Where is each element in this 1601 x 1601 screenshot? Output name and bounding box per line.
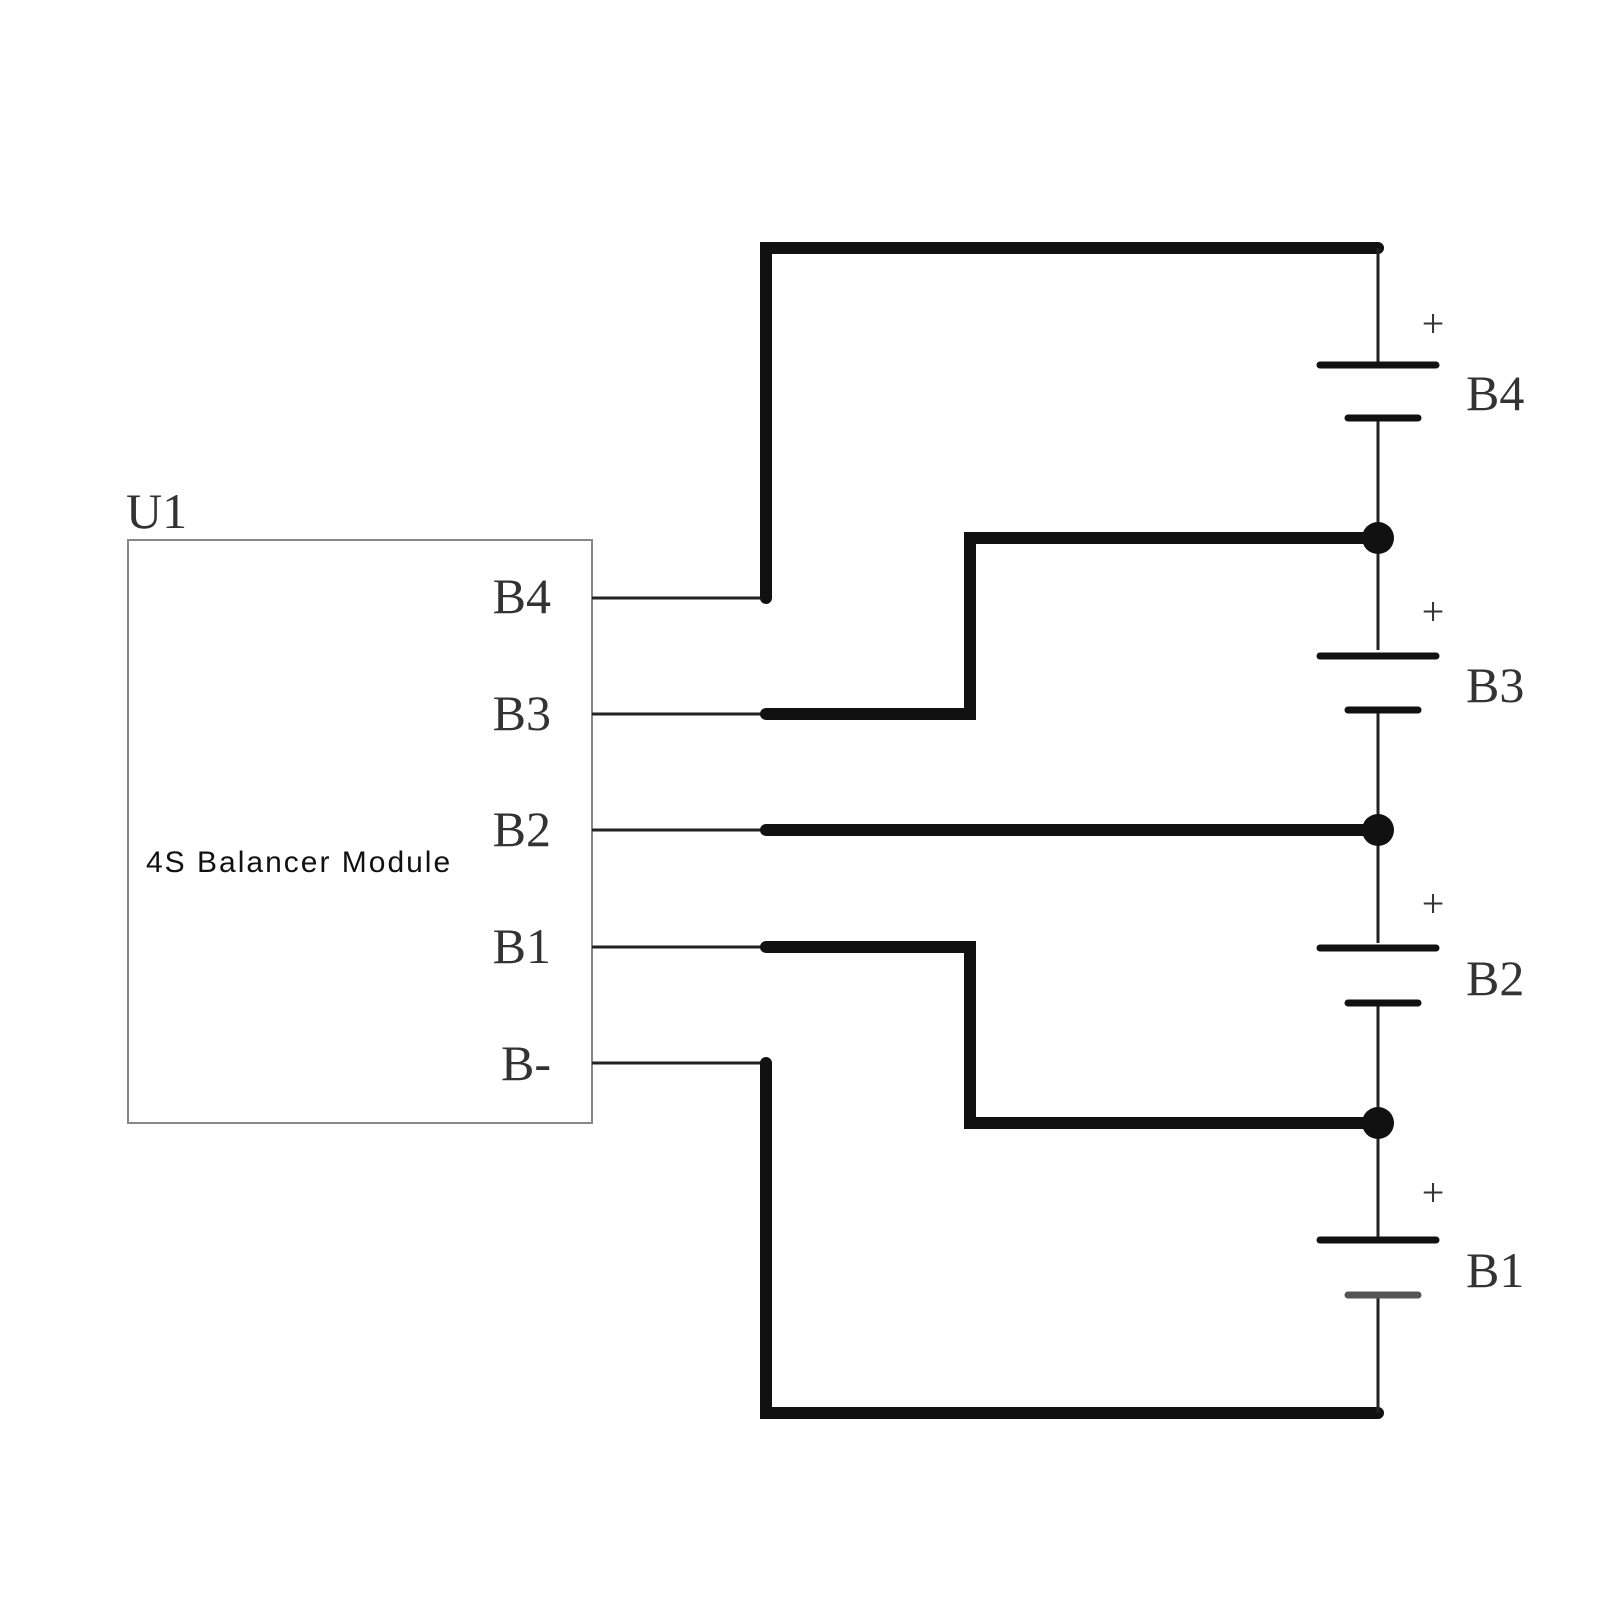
pin-label-b4: B4 [493, 568, 551, 624]
junction-b2 [1362, 814, 1394, 846]
pin-leads [592, 596, 764, 1065]
cell-label-b2: B2 [1466, 950, 1524, 1006]
polarity-b3: + [1422, 589, 1445, 634]
pin-label-b3: B3 [493, 685, 551, 741]
wires [760, 242, 1384, 1419]
wire-b3 [760, 532, 1384, 720]
module-title: 4S Balancer Module [146, 846, 452, 879]
junction-b3 [1362, 522, 1394, 554]
cell-label-b1: B1 [1466, 1242, 1524, 1298]
battery-cell-b4 [1316, 361, 1440, 422]
battery-cell-b1 [1316, 1236, 1440, 1299]
polarity-b2: + [1422, 881, 1445, 926]
cell-label-b4: B4 [1466, 365, 1524, 421]
junction-b1 [1362, 1107, 1394, 1139]
wire-b1 [760, 941, 1384, 1129]
wire-b4 [760, 242, 1384, 604]
module-ref: U1 [126, 483, 187, 539]
pin-label-b2: B2 [493, 801, 551, 857]
pin-label-b1: B1 [493, 918, 551, 974]
cell-label-b3: B3 [1466, 657, 1524, 713]
battery-cell-b3 [1316, 652, 1440, 714]
wire-bneg [760, 1057, 1384, 1419]
polarity-b1: + [1422, 1170, 1445, 1215]
pin-label-bneg: B- [501, 1035, 551, 1091]
polarity-b4: + [1422, 301, 1445, 346]
junctions [1362, 522, 1394, 1139]
battery-cell-b2 [1316, 944, 1440, 1007]
